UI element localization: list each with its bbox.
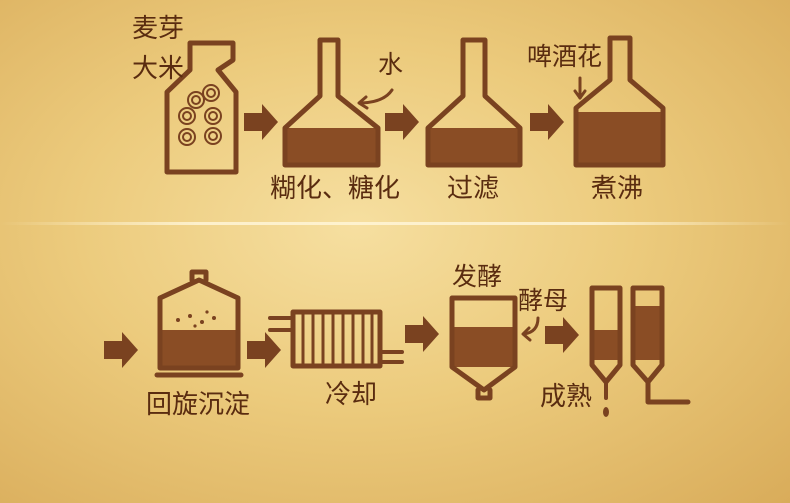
label-filtration: 过滤 [447,174,500,204]
label-hops: 啤酒花 [527,42,603,71]
label-mashing: 糊化、糖化 [270,174,401,204]
fermenter-icon [449,295,540,401]
divider-band [0,222,790,225]
label-maturation: 成熟 [540,382,593,412]
arrow-icon [104,332,138,368]
cooler-icon [268,309,404,369]
maturation-tanks-icon [589,285,691,417]
label-water: 水 [378,50,404,79]
label-fermentation: 发酵 [452,262,503,291]
arrow-icon [247,332,281,368]
boil-flask-icon [573,35,666,168]
arrow-icon [405,316,439,352]
label-boiling: 煮沸 [591,174,644,204]
label-rice: 大米 [132,54,185,84]
arrow-icon [545,317,579,353]
whirlpool-tank-icon [154,269,244,378]
filter-flask-icon [425,37,523,168]
mash-flask-icon [282,37,394,168]
arrow-icon [530,104,564,140]
arrow-icon [244,104,278,140]
label-yeast: 酵母 [518,286,569,315]
process-arrows [104,104,579,368]
label-whirlpool: 回旋沉淀 [146,390,251,420]
label-malt: 麦芽 [132,14,185,44]
grain-jar-icon [164,40,239,175]
arrow-icon [385,104,419,140]
label-cooling: 冷却 [325,380,378,410]
